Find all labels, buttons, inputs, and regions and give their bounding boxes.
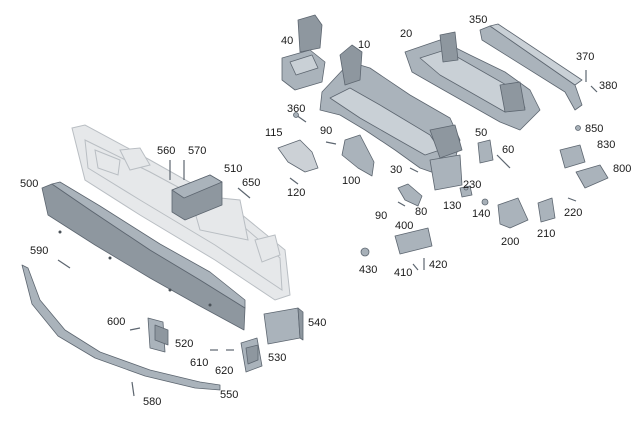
bracket-510 [171,174,223,221]
label-50: 50 [475,127,487,139]
housing-400 [394,227,433,255]
block-210 [537,197,556,223]
part-130 [463,185,469,191]
label-115: 115 [265,127,283,139]
label-560: 560 [157,145,175,157]
energy-absorber-500 [41,181,246,331]
part-850 [575,125,581,131]
bolts [57,70,598,397]
label-220: 220 [564,207,582,219]
bracket-800 [575,164,609,189]
frame-20 [404,31,541,131]
label-100: 100 [342,175,360,187]
part-140 [481,198,489,206]
mount-50 [477,139,494,164]
label-360: 360 [287,103,305,115]
label-500: 500 [20,178,38,190]
label-540: 540 [308,317,326,329]
bracket-830 [559,144,586,169]
label-600: 600 [107,316,125,328]
label-130: 130 [443,200,461,212]
label-20: 20 [400,28,412,40]
label-230: 230 [463,179,481,191]
label-80: 80 [415,206,427,218]
bracket-530 [240,337,263,373]
label-530: 530 [268,352,286,364]
label-830: 830 [597,139,615,151]
label-90b: 90 [375,210,387,222]
label-120: 120 [287,187,305,199]
label-350: 350 [469,14,487,26]
label-210: 210 [537,228,555,240]
plate-540 [263,307,304,345]
frame-10 [319,44,463,191]
bracket-100 [341,134,375,177]
label-410: 410 [394,267,412,279]
rail-350 [479,23,583,111]
label-620: 620 [215,365,233,377]
label-550: 550 [220,389,238,401]
label-90a: 90 [320,125,332,137]
bracket-520 [147,317,169,353]
label-580: 580 [143,396,161,408]
label-510: 510 [224,163,242,175]
label-420: 420 [429,259,447,271]
label-430: 430 [359,264,377,276]
label-800: 800 [613,163,631,175]
label-380: 380 [599,80,617,92]
bracket-40 [281,14,326,91]
label-590: 590 [30,245,48,257]
block-200 [497,197,529,229]
label-610: 610 [190,357,208,369]
bracket-80 [397,183,423,207]
label-10: 10 [358,39,370,51]
label-850: 850 [585,123,603,135]
callout-labels: 10 20 40 350 370 380 360 115 90 50 850 8… [20,14,631,408]
label-400: 400 [395,220,413,232]
label-200: 200 [501,236,519,248]
label-30: 30 [390,164,402,176]
label-60: 60 [502,144,514,156]
label-570: 570 [188,145,206,157]
label-370: 370 [576,51,594,63]
label-650: 650 [242,177,260,189]
lower-trim-strip-550 [21,264,221,391]
bracket-115 [277,139,319,173]
label-520: 520 [175,338,193,350]
label-40: 40 [281,35,293,47]
label-140: 140 [472,208,490,220]
